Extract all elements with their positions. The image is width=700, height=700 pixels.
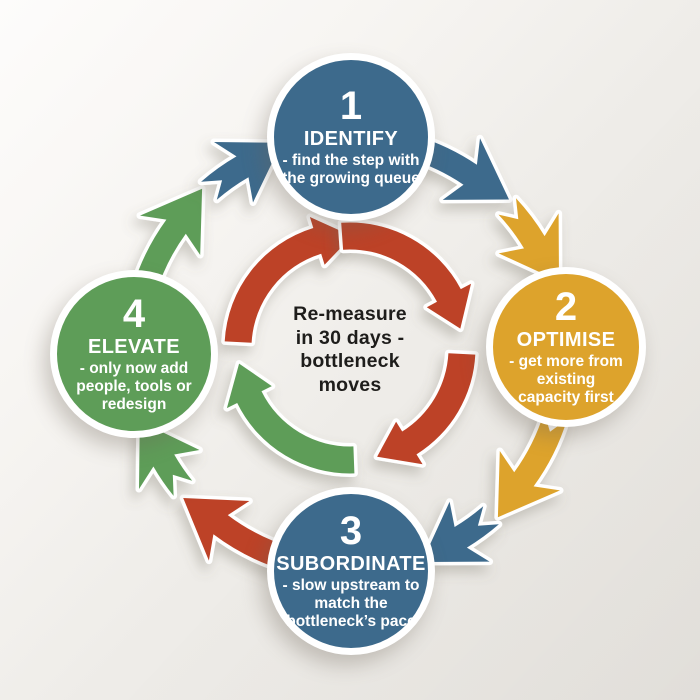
- step-number: 2: [554, 284, 578, 329]
- step-title: IDENTIFY: [303, 127, 399, 150]
- blue-connector-arrow: [201, 142, 282, 203]
- yellow-connector-arrow: [498, 198, 559, 281]
- step-circle-identify: 1 IDENTIFY - find the step with the grow…: [267, 53, 435, 221]
- green-connector-arrow: [132, 188, 203, 294]
- step-title: SUBORDINATE: [276, 552, 426, 575]
- red-ring-arrow: [224, 217, 352, 343]
- step-circle-optimise: 2 OPTIMISE - get more from existing capa…: [486, 267, 646, 427]
- outer-cycle-arrows: [129, 132, 571, 574]
- red-ring-arrow: [377, 353, 476, 465]
- step-number: 3: [339, 508, 363, 553]
- green-ring-arrow: [226, 363, 355, 474]
- step-circle-elevate: 4 ELEVATE - only now add people, tools o…: [50, 270, 218, 438]
- green-connector-arrow: [139, 421, 200, 496]
- step-title: ELEVATE: [87, 335, 181, 358]
- step-circle-subordinate: 3 SUBORDINATE - slow upstream to match t…: [267, 487, 435, 655]
- step-description: - get more from existing capacity first: [509, 352, 623, 407]
- center-ring-arrows: [221, 213, 479, 477]
- step-description: - find the step with the growing queue: [282, 151, 420, 187]
- center-message-line: moves: [318, 373, 382, 396]
- step-description: - slow upstream to match the bottleneck’…: [282, 576, 420, 631]
- center-message-line: in 30 days -: [295, 326, 405, 349]
- red-connector-arrow: [183, 498, 291, 571]
- red-ring-arrow: [341, 222, 471, 329]
- center-message-line: Re-measure: [293, 303, 407, 325]
- yellow-connector-arrow: [497, 412, 568, 518]
- step-number: 1: [339, 83, 363, 128]
- center-message-line: bottleneck: [300, 350, 400, 372]
- blue-connector-arrow: [409, 135, 509, 200]
- step-number: 4: [122, 291, 146, 336]
- step-description: - only now add people, tools or redesign: [76, 359, 192, 414]
- blue-connector-arrow: [422, 501, 499, 562]
- step-title: OPTIMISE: [516, 328, 616, 351]
- center-message: Re-measure in 30 days - bottleneck moves: [240, 303, 460, 397]
